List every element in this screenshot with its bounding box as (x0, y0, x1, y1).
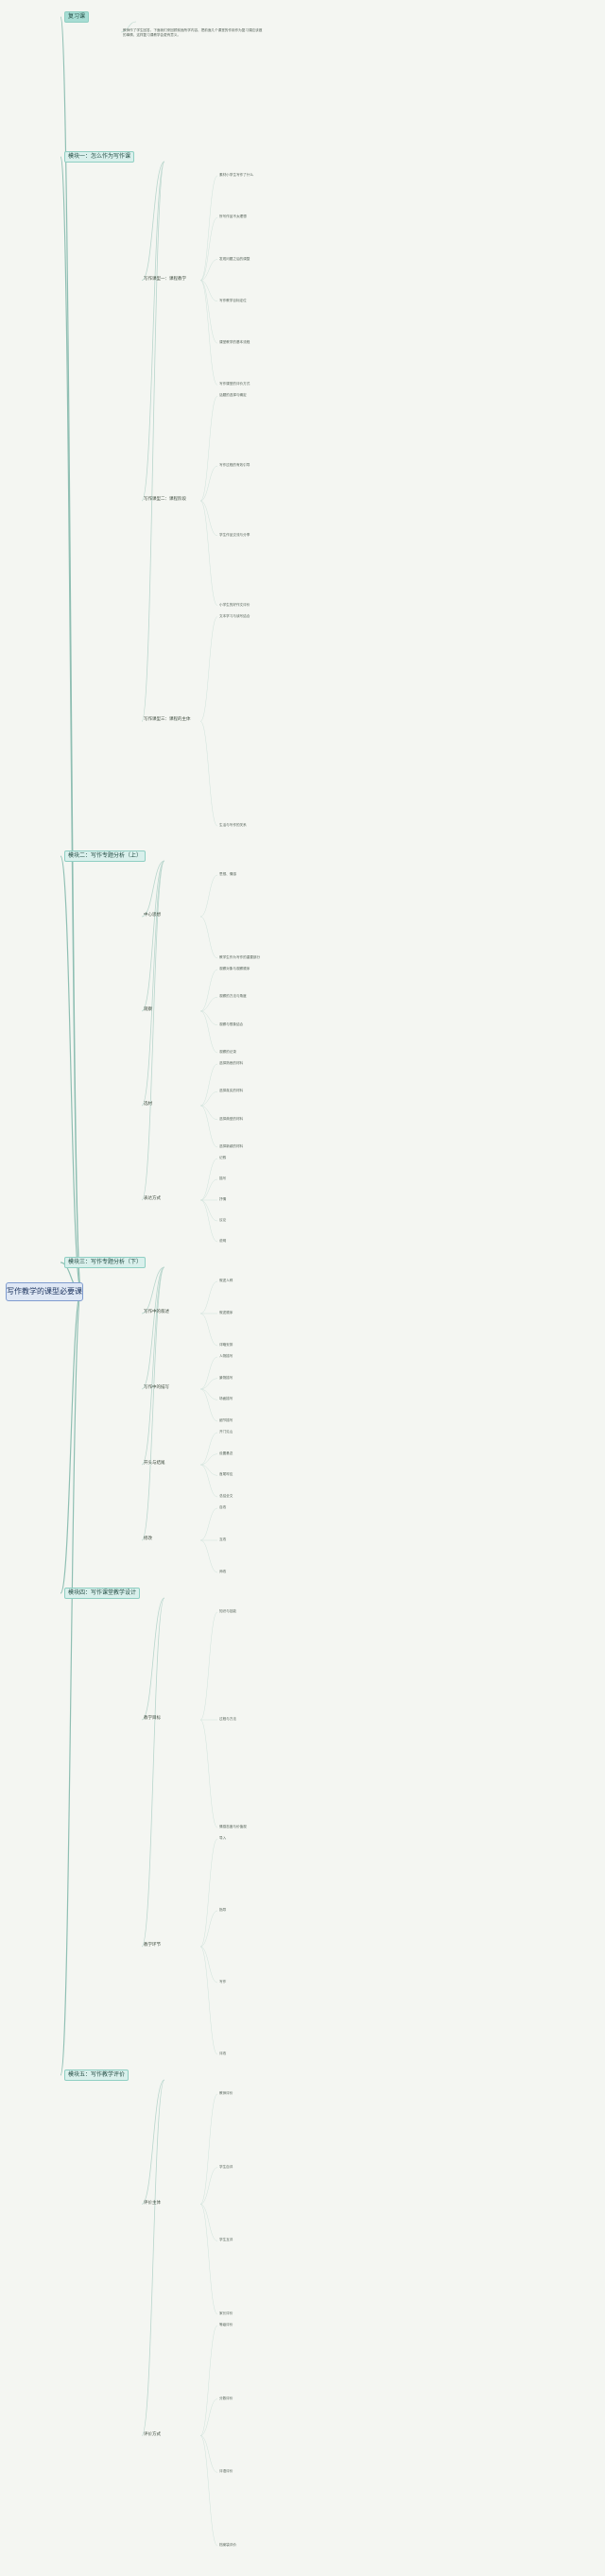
group-item: 教师评价 (219, 2091, 233, 2095)
group-item: 等级评价 (219, 2323, 233, 2327)
group-label: 写作中的描写 (144, 1385, 169, 1390)
group-label: 表达方式 (144, 1196, 161, 1201)
group-item: 总结全文 (219, 1494, 233, 1498)
group-item: 小学生的好作文评价 (219, 602, 251, 607)
group-item: 设置悬念 (219, 1451, 233, 1455)
group-item: 指导 (219, 1908, 227, 1912)
group-item: 家长评价 (219, 2311, 233, 2315)
group-item: 导入 (219, 1836, 227, 1840)
section-title: 模块五：写作教学评价 (64, 2069, 130, 2081)
group-item: 观察对象与观察顺序 (219, 967, 251, 970)
group-item: 选择典型的材料 (219, 1116, 244, 1121)
group-item: 开门见山 (219, 1430, 233, 1434)
group-item: 学生自评 (219, 2164, 233, 2169)
group-label: 修改 (144, 1537, 152, 1541)
group-item: 文本学习与读写结合 (219, 613, 251, 618)
section-title: 模块三：写作专题分析（下） (64, 1257, 147, 1268)
group-item: 写作课堂的评价方式 (219, 382, 251, 386)
group-item: 描写 (219, 1176, 227, 1180)
group-item: 选择新颖的材料 (219, 1144, 244, 1148)
group-label: 中心思想 (144, 913, 161, 918)
group-label: 评价主体 (144, 2200, 161, 2206)
group-item: 话题的选择与确定 (219, 393, 247, 398)
group-item: 细节描写 (219, 1418, 233, 1422)
group-item: 师改 (219, 1570, 227, 1573)
root-node: 写作教学的课型必要课 (6, 1282, 83, 1301)
group-item: 课堂教学的基本流程 (219, 340, 251, 345)
group-item: 观察与想象结合 (219, 1022, 244, 1026)
group-item: 景物描写 (219, 1375, 233, 1380)
group-item: 知识与技能 (219, 1609, 236, 1613)
group-label: 写作课型二：课程阶段 (144, 497, 186, 502)
section-title: 复习课 (64, 11, 90, 23)
section-title: 模块二：写作专题分析（上） (64, 850, 147, 862)
group-item: 互改 (219, 1537, 227, 1541)
group-label: 教学环节 (144, 1943, 161, 1948)
group-item: 素材小学生写作了什么 (219, 173, 253, 177)
group-item: 评改 (219, 2052, 227, 2055)
group-item: 分数评价 (219, 2396, 233, 2400)
group-item: 过程与方法 (219, 1717, 236, 1721)
group-item: 观察的方法与角度 (219, 994, 247, 999)
group-item: 人物描写 (219, 1354, 233, 1358)
group-item: 选择熟悉的材料 (219, 1061, 244, 1065)
group-item: 叙述人称 (219, 1279, 233, 1282)
group-item: 情感态度与价值观 (219, 1825, 247, 1829)
group-item: 首尾呼应 (219, 1472, 233, 1477)
group-label: 写作课型三：课程的主体 (144, 717, 191, 723)
group-item: 学生作品交流与分享 (219, 532, 251, 537)
group-item: 写作教学目标定位 (219, 298, 247, 302)
section-title: 模块四：写作课堂教学设计 (64, 1588, 141, 1599)
group-label: 写作课型一：课程教学 (144, 276, 186, 282)
group-label: 写作中的叙述 (144, 1310, 169, 1314)
section-note: 教师作了学生回答，下面我们来回顾前面所学内容，把前面几个课堂的作用作为复习课应该… (123, 28, 263, 38)
group-item: 思想、情感 (219, 872, 236, 876)
group-label: 选材 (144, 1102, 152, 1107)
group-item: 自改 (219, 1505, 227, 1509)
group-item: 观察的记录 (219, 1050, 236, 1054)
group-item: 选择真实的材料 (219, 1089, 244, 1093)
group-item: 写作 (219, 1980, 227, 1984)
group-item: 议论 (219, 1218, 227, 1222)
group-item: 生活与写作的关系 (219, 823, 247, 827)
group-item: 详略安排 (219, 1343, 233, 1347)
group-item: 教学生作为写作的重要部分 (219, 955, 261, 959)
group-item: 学生互评 (219, 2238, 233, 2242)
group-item: 发现问题之后的调整 (219, 256, 251, 261)
group-item: 写作过程的有效引导 (219, 463, 251, 468)
section-title: 模块一：怎么作为写作课 (64, 151, 135, 163)
group-item: 档案袋评价 (219, 2543, 236, 2547)
group-item: 叙述顺序 (219, 1311, 233, 1314)
group-label: 开头与结尾 (144, 1461, 165, 1466)
group-item: 抒情 (219, 1197, 227, 1201)
group-label: 评价方式 (144, 2431, 161, 2437)
group-item: 所写作品不太理想 (219, 215, 247, 219)
group-item: 评语评价 (219, 2469, 233, 2474)
group-item: 记叙 (219, 1156, 227, 1159)
group-label: 教学目标 (144, 1716, 161, 1721)
group-item: 说明 (219, 1239, 227, 1243)
group-item: 场面描写 (219, 1397, 233, 1401)
group-label: 观察 (144, 1007, 152, 1012)
